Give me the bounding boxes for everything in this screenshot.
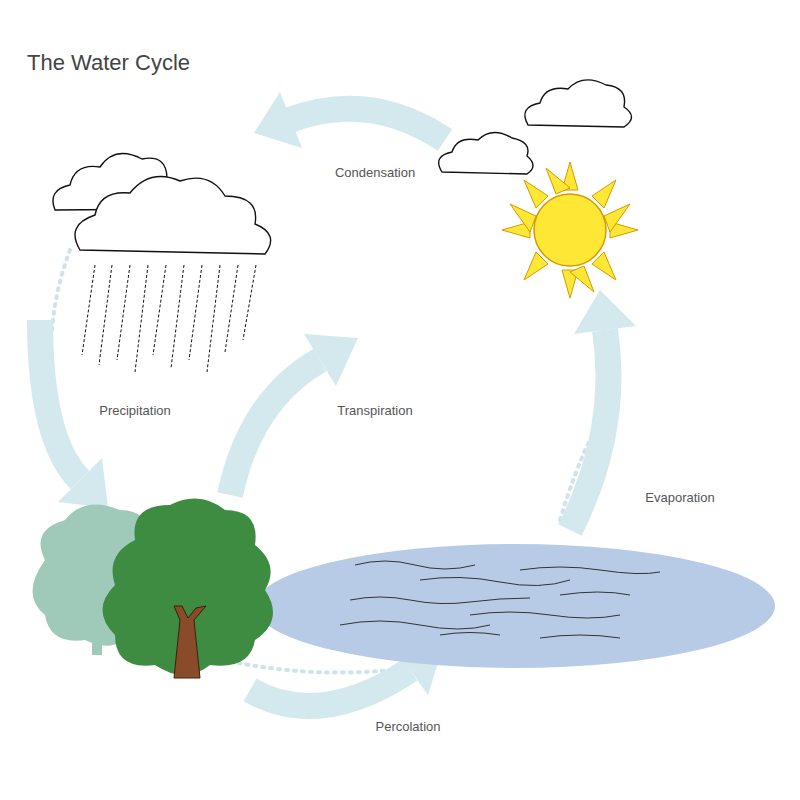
diagram-title: The Water Cycle — [27, 50, 190, 76]
process-label: Condensation — [333, 165, 417, 180]
process-label: Percolation — [373, 719, 442, 734]
process-label: Transpiration — [335, 403, 414, 418]
process-label: Precipitation — [97, 403, 173, 418]
process-label: Evaporation — [643, 490, 716, 505]
